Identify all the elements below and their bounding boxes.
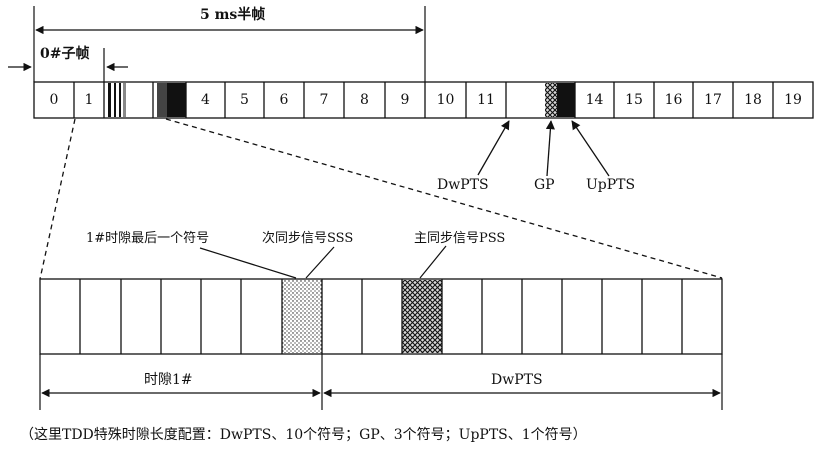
dwpts-label: DwPTS xyxy=(437,177,489,193)
subframe-number: 7 xyxy=(319,92,329,108)
special-subframe-second xyxy=(545,83,575,117)
uppts-label: UpPTS xyxy=(586,177,636,193)
special-subframe-first xyxy=(108,83,186,117)
subframe-number: 10 xyxy=(436,92,455,108)
subframe-number: 5 xyxy=(240,92,249,108)
subframe-number: 19 xyxy=(784,92,802,108)
detail-slot-row xyxy=(39,278,723,355)
slot1-label: 时隙1# xyxy=(144,372,193,388)
half-frame-dimension xyxy=(33,6,426,82)
subframe0-dimension xyxy=(8,48,128,82)
subframe-number: 9 xyxy=(400,92,410,108)
subframe-number: 6 xyxy=(279,92,289,108)
config-caption: （这里TDD特殊时隙长度配置：DwPTS、10个符号；GP、3个符号；UpPTS… xyxy=(20,427,587,443)
subframe0-label: 0#子帧 xyxy=(40,46,90,62)
sss-callout: 次同步信号SSS xyxy=(262,231,354,246)
last-symbol-callout: 1#时隙最后一个符号 xyxy=(86,231,210,246)
zoom-lines xyxy=(39,118,723,280)
detail-dimensions xyxy=(39,354,723,410)
half-frame-label: 5 ms半帧 xyxy=(200,7,266,23)
detail-dwpts-label: DwPTS xyxy=(491,372,543,388)
special-field-arrows xyxy=(477,120,610,177)
subframe-number: 11 xyxy=(477,92,495,108)
subframe-number: 18 xyxy=(744,92,762,108)
subframe-number: 14 xyxy=(585,92,604,108)
subframe-number: 16 xyxy=(664,92,683,108)
subframe-number: 8 xyxy=(360,92,369,108)
subframe-number: 17 xyxy=(704,92,722,108)
subframe-number: 0 xyxy=(49,92,59,108)
symbol-callouts xyxy=(199,245,447,279)
pss-callout: 主同步信号PSS xyxy=(414,231,506,246)
gp-label: GP xyxy=(534,177,555,193)
subframe-number: 1 xyxy=(84,92,94,108)
subframe-number: 4 xyxy=(201,92,210,108)
subframe-number: 15 xyxy=(625,92,643,108)
